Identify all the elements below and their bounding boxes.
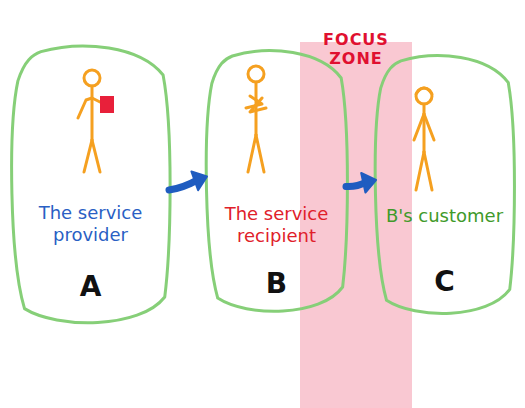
role-label: The service provider: [26, 202, 156, 245]
flow-arrow: [169, 180, 198, 190]
customer-group: B's customerC: [372, 50, 517, 322]
zone-label: FOCUS ZONE: [321, 30, 391, 68]
customer-figure: [414, 88, 434, 190]
recipient-group: The service recipientB: [203, 45, 350, 320]
party-letter: B: [247, 267, 307, 301]
provider-figure: [78, 70, 108, 172]
party-letter: C: [415, 265, 475, 299]
role-label: B's customer: [380, 205, 510, 227]
arrow-head: [191, 171, 207, 190]
service-package: [100, 96, 114, 113]
blob-outline-path: [12, 46, 170, 323]
party-letter: A: [61, 270, 121, 304]
recipient-figure: [246, 66, 266, 172]
provider-group: The service providerA: [8, 40, 173, 332]
role-label: The service recipient: [212, 203, 342, 246]
